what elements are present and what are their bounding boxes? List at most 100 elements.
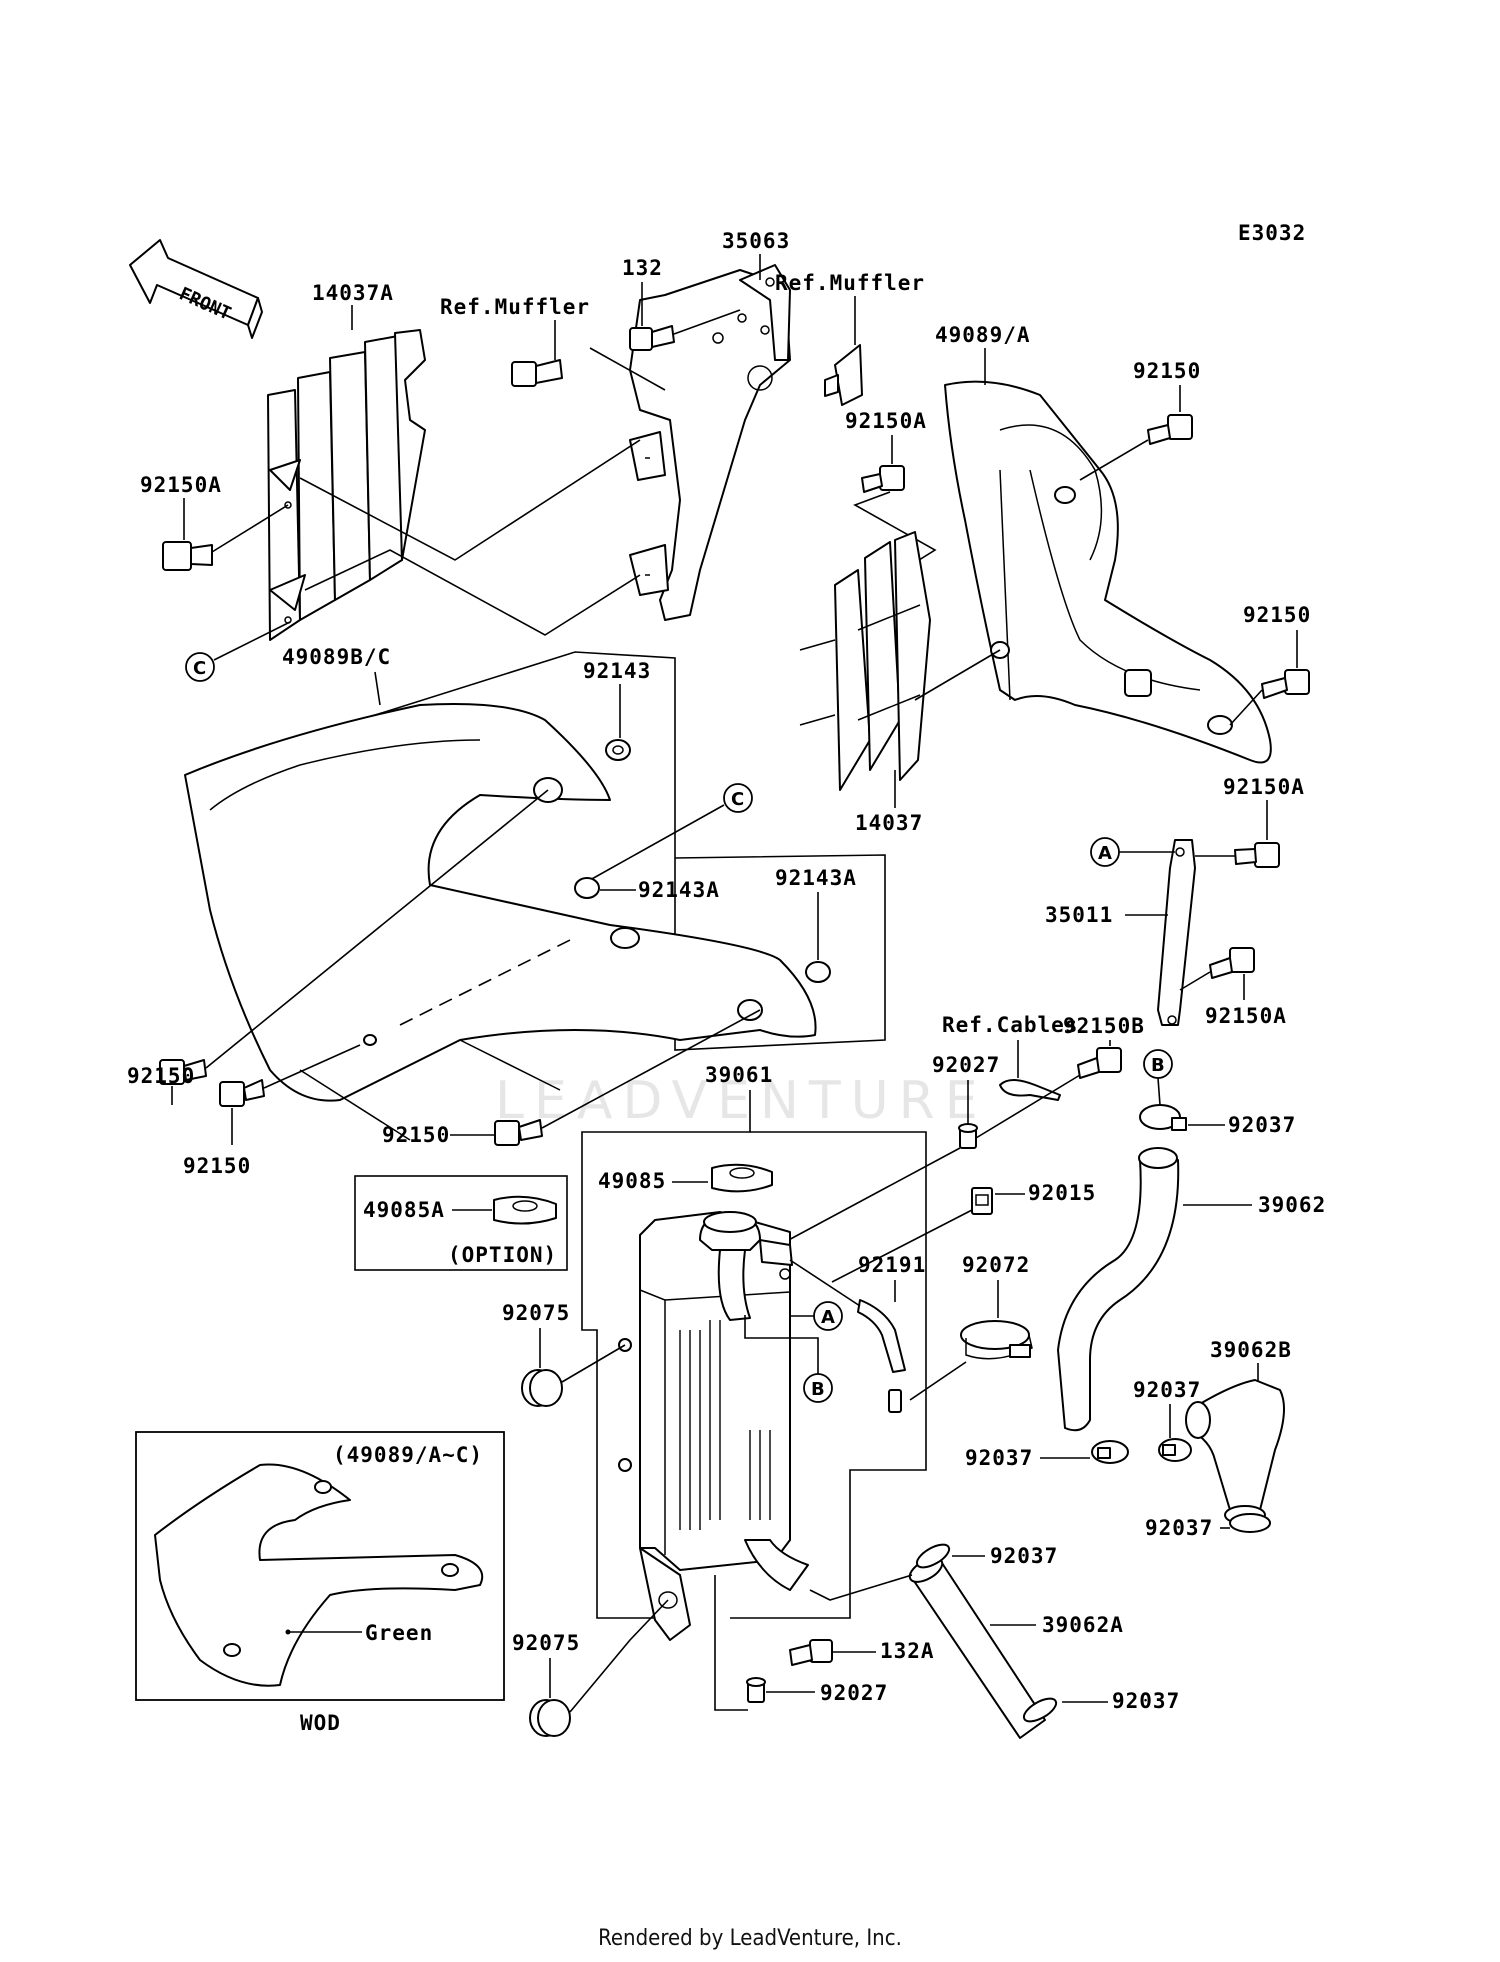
diagram-code: E3032 <box>1238 221 1306 245</box>
stay-35011 <box>1157 839 1196 1026</box>
label-92150-r: 92150 <box>1243 603 1311 627</box>
cable-clip <box>999 1079 1061 1101</box>
label-92191: 92191 <box>858 1253 926 1277</box>
option-box <box>354 1175 568 1271</box>
bolt-92150-shroud-1 <box>159 1059 207 1085</box>
watermark: LEADVENTURE <box>495 1071 988 1131</box>
label-92075-1: 92075 <box>502 1301 570 1325</box>
label-92150B: 92150B <box>1063 1014 1145 1038</box>
label-ref-muffler-2: Ref.Muffler <box>775 271 925 295</box>
label-92037-2: 92037 <box>1133 1378 1201 1402</box>
bolt-92150A-mid <box>861 465 905 493</box>
bolt-92150A-left <box>162 541 213 571</box>
frame-bracket <box>629 269 791 621</box>
label-92150A-r2: 92150A <box>1205 1004 1287 1028</box>
label-92037-6: 92037 <box>1112 1689 1180 1713</box>
label-14037A: 14037A <box>312 281 394 305</box>
bolt-92150-shroud-3 <box>494 1119 543 1146</box>
bolt-92150-shroud-2 <box>219 1079 265 1107</box>
clamp-92037-4 <box>1229 1513 1271 1533</box>
hose-92191 <box>857 1299 906 1413</box>
bolt-92150-upper-right <box>1147 414 1193 445</box>
marker-c-mid <box>723 783 753 813</box>
label-92027-bottom: 92027 <box>820 1681 888 1705</box>
label-option: (OPTION) <box>448 1243 557 1267</box>
label-49085A: 49085A <box>363 1198 445 1222</box>
label-132: 132 <box>622 256 663 280</box>
clamp-92037-2 <box>1158 1438 1192 1462</box>
grommet-92143 <box>605 739 631 761</box>
label-92037-1: 92037 <box>1228 1113 1296 1137</box>
label-92150A-mid: 92150A <box>845 409 927 433</box>
clamp-92037-6 <box>1022 1697 1058 1723</box>
label-14037: 14037 <box>855 811 923 835</box>
label-inset-ref: (49089/A~C) <box>333 1443 483 1467</box>
part-14037A-fins <box>267 329 426 641</box>
seal-49085A <box>493 1195 557 1225</box>
label-ref-cables: Ref.Cables <box>942 1013 1078 1037</box>
grommet-92075-1 <box>521 1369 563 1407</box>
clamp-92037-3 <box>1091 1440 1129 1464</box>
label-92037-5: 92037 <box>990 1544 1058 1568</box>
clamp-92037-1 <box>1139 1104 1187 1131</box>
label-92027-top: 92027 <box>932 1053 1000 1077</box>
marker-a-stay-text: A <box>1098 843 1112 864</box>
label-92143: 92143 <box>583 659 651 683</box>
label-92150-ur: 92150 <box>1133 359 1201 383</box>
shroud-wod-green <box>154 1463 484 1687</box>
label-92015: 92015 <box>1028 1181 1096 1205</box>
muffler-mount <box>824 344 863 406</box>
radiator-39061 <box>618 1211 809 1641</box>
grommet-92075-2 <box>529 1699 571 1737</box>
marker-c-left <box>185 652 215 682</box>
label-92037-4: 92037 <box>1145 1516 1213 1540</box>
label-39062: 39062 <box>1258 1193 1326 1217</box>
label-92150-l1: 92150 <box>127 1064 195 1088</box>
part-35063 <box>739 264 791 361</box>
band-92072 <box>960 1320 1033 1360</box>
marker-c-mid-text: C <box>731 789 744 810</box>
clip-92015 <box>971 1187 993 1215</box>
label-39062A: 39062A <box>1042 1613 1124 1637</box>
marker-b-radiator-text: B <box>811 1379 825 1400</box>
label-39062B: 39062B <box>1210 1338 1292 1362</box>
inset-wod <box>135 1431 505 1701</box>
label-35063: 35063 <box>722 229 790 253</box>
marker-c-left-text: C <box>193 658 206 679</box>
footer-credit: Rendered by LeadVenture, Inc. <box>598 1926 902 1951</box>
collar-92027-bottom <box>746 1677 766 1703</box>
bolt-132 <box>629 325 675 351</box>
seal-49085 <box>711 1163 773 1193</box>
collar-92027-top <box>958 1123 978 1149</box>
bolt-92150B <box>1077 1047 1122 1079</box>
label-92150-l2: 92150 <box>183 1154 251 1178</box>
marker-a-radiator-text: A <box>821 1307 835 1328</box>
label-ref-muffler-1: Ref.Muffler <box>440 295 590 319</box>
label-49089BC: 49089B/C <box>282 645 391 669</box>
label-49085: 49085 <box>598 1169 666 1193</box>
grommet-92143A-1 <box>574 877 600 899</box>
shroud-49089A <box>944 380 1272 764</box>
label-92072: 92072 <box>962 1253 1030 1277</box>
label-92143A-1: 92143A <box>638 878 720 902</box>
label-92075-2: 92075 <box>512 1631 580 1655</box>
bolt-92150A-stay-1 <box>1234 842 1280 868</box>
label-39061: 39061 <box>705 1063 773 1087</box>
grommet-92143A-2 <box>805 961 831 983</box>
bolt-92150A-stay-2 <box>1209 947 1255 979</box>
marker-b-top-text: B <box>1151 1055 1165 1076</box>
bolt-92150-right <box>1261 669 1310 699</box>
front-arrow-icon: FRONT <box>129 239 263 339</box>
label-green: Green <box>365 1621 433 1645</box>
label-92037-3: 92037 <box>965 1446 1033 1470</box>
clamp-92037-5 <box>915 1543 951 1569</box>
label-49089A: 49089/A <box>935 323 1031 347</box>
label-35011: 35011 <box>1045 903 1113 927</box>
label-92150-l3: 92150 <box>382 1123 450 1147</box>
label-92150A-r1: 92150A <box>1223 775 1305 799</box>
bolt-muffler <box>511 359 563 387</box>
label-92150A-left: 92150A <box>140 473 222 497</box>
label-wod: WOD <box>300 1711 341 1735</box>
label-92143A-2: 92143A <box>775 866 857 890</box>
